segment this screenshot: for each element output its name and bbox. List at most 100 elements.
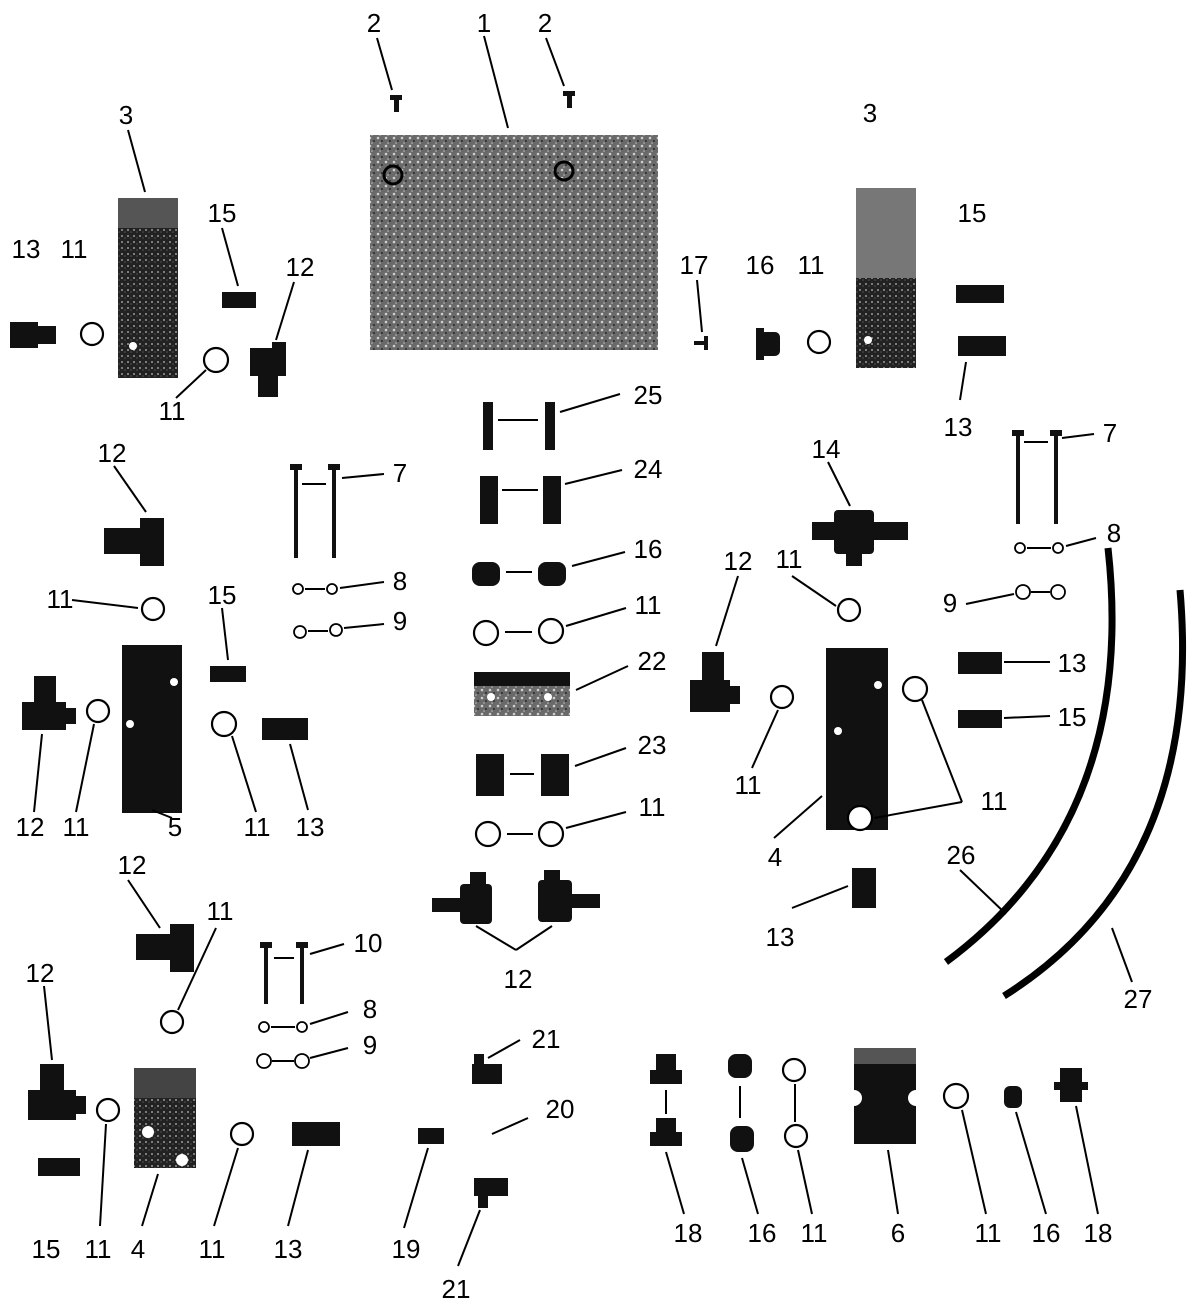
part-11-ring-mid-right-c bbox=[846, 804, 874, 832]
part-21-fitting-top bbox=[472, 1054, 502, 1084]
part-19-fitting bbox=[418, 1128, 444, 1144]
part-18-fittings-left bbox=[650, 1054, 682, 1146]
part-5-valve-body bbox=[122, 645, 182, 813]
callout-18-left: 18 bbox=[674, 1218, 703, 1248]
part-12-elbows-center bbox=[432, 870, 600, 924]
part-11-ring-mid-right-top bbox=[836, 597, 862, 623]
part-15-plug-bottom-left bbox=[38, 1158, 80, 1176]
part-2-screw-left bbox=[390, 95, 402, 112]
callout-12-bottom-left: 12 bbox=[26, 958, 55, 988]
part-11-ring-bottom-right-b bbox=[783, 1123, 809, 1149]
callout-13-mid-right: 13 bbox=[1058, 648, 1087, 678]
part-24-pins bbox=[480, 476, 561, 524]
part-11-ring-bottom-left-top bbox=[159, 1009, 185, 1035]
part-11-ring-bottom-right-c bbox=[942, 1082, 970, 1110]
part-13-fitting-mid-left bbox=[262, 718, 308, 740]
part-13-fitting-mid-right bbox=[958, 652, 1002, 674]
part-13-fitting-top-right bbox=[958, 336, 1006, 356]
callout-12-bottom-left-top: 12 bbox=[118, 850, 147, 880]
callout-11-bottom-left-a: 11 bbox=[85, 1234, 112, 1264]
callout-5: 5 bbox=[168, 812, 182, 842]
part-15-plug-mid-left bbox=[210, 666, 246, 682]
callout-18-right: 18 bbox=[1084, 1218, 1113, 1248]
part-11-ring-bottom-left-a bbox=[95, 1097, 121, 1123]
callout-9-bottom-left: 9 bbox=[363, 1030, 377, 1060]
part-22-clamp-bar bbox=[474, 672, 570, 716]
callout-12-mid-left-bottom: 12 bbox=[16, 812, 45, 842]
callout-13-mid-left: 13 bbox=[296, 812, 325, 842]
callout-22: 22 bbox=[638, 646, 667, 676]
part-25-pins bbox=[483, 402, 555, 450]
part-11-ring-center-b bbox=[537, 617, 565, 645]
part-10-bolts bbox=[260, 942, 308, 1004]
part-13-fitting-top-left bbox=[10, 322, 56, 348]
part-21-fitting-bottom bbox=[474, 1178, 508, 1208]
callout-11-bottom-left-top: 11 bbox=[207, 896, 234, 926]
callout-7-right: 7 bbox=[1103, 418, 1117, 448]
callout-15-bottom-left: 15 bbox=[32, 1234, 61, 1264]
callout-16-center: 16 bbox=[634, 534, 663, 564]
callout-9-mid-left: 9 bbox=[393, 606, 407, 636]
callout-19: 19 bbox=[392, 1234, 421, 1264]
part-11-ring-top-right bbox=[806, 329, 832, 355]
part-12-elbow-mid-left-bottom bbox=[22, 676, 76, 730]
part-8-washer-right-a bbox=[1014, 542, 1026, 554]
part-9-washer-right-b bbox=[1050, 584, 1066, 600]
callout-1: 1 bbox=[477, 8, 491, 38]
part-15-plug-top-left bbox=[222, 292, 256, 308]
part-14-tee-fitting bbox=[812, 510, 908, 566]
callout-11-mid-left-a: 11 bbox=[63, 812, 90, 842]
part-16-cap-bottom-right bbox=[1004, 1086, 1022, 1108]
part-11-ring-center-d bbox=[537, 820, 565, 848]
callout-16-bottom-left: 16 bbox=[748, 1218, 777, 1248]
callout-11-top-right: 11 bbox=[798, 250, 825, 280]
callout-12-mid-left-top: 12 bbox=[98, 438, 127, 468]
callout-11-center-top: 11 bbox=[635, 590, 662, 620]
part-18-fitting-right bbox=[1054, 1068, 1088, 1102]
part-8-washer-mid-left-a bbox=[292, 583, 304, 595]
part-2-screw-right bbox=[563, 91, 575, 108]
callout-11-mid-left-b: 11 bbox=[244, 812, 271, 842]
part-8-washer-bottom-left-a bbox=[258, 1021, 270, 1033]
part-11-ring-mid-right-b bbox=[901, 675, 929, 703]
part-12-elbow-top-left bbox=[250, 342, 286, 397]
callout-12-center: 12 bbox=[504, 964, 533, 994]
part-7-bolts-mid-left bbox=[290, 464, 340, 558]
callout-11-mid-right-a: 11 bbox=[735, 770, 762, 800]
callout-25: 25 bbox=[634, 380, 663, 410]
callout-11-mid-right-b: 11 bbox=[981, 786, 1008, 816]
callout-13-top-right: 13 bbox=[944, 412, 973, 442]
part-3-valve-body-right bbox=[856, 188, 916, 368]
part-26-hose bbox=[943, 547, 1116, 965]
part-23-spacers bbox=[476, 754, 569, 796]
part-4-valve-body-mid-right bbox=[826, 648, 888, 830]
callout-15-mid-left: 15 bbox=[208, 580, 237, 610]
part-9-washer-right-a bbox=[1015, 584, 1031, 600]
callout-13-bottom-left: 13 bbox=[274, 1234, 303, 1264]
part-7-bolts-right bbox=[1012, 430, 1062, 524]
part-9-washer-bottom-left-a bbox=[256, 1053, 272, 1069]
part-11-ring-bottom-right-a bbox=[781, 1057, 807, 1083]
callout-12-top-left: 12 bbox=[286, 252, 315, 282]
part-11-ring-center-a bbox=[472, 619, 500, 647]
callout-21-top: 21 bbox=[532, 1024, 561, 1054]
callout-11-top-left: 11 bbox=[61, 234, 88, 264]
part-11-ring-top-left bbox=[79, 321, 105, 347]
part-16-cap-top-right bbox=[756, 328, 780, 360]
part-8-washer-mid-left-b bbox=[326, 583, 338, 595]
callout-8-mid-left: 8 bbox=[393, 566, 407, 596]
part-12-elbow-mid-left-top bbox=[104, 518, 164, 566]
part-11-ring-bottom-left-b bbox=[229, 1121, 255, 1147]
callout-26: 26 bbox=[947, 840, 976, 870]
callout-8-bottom-left: 8 bbox=[363, 994, 377, 1024]
part-8-washer-right-b bbox=[1052, 542, 1064, 554]
callout-24: 24 bbox=[634, 454, 663, 484]
callout-13-mid-right-bottom: 13 bbox=[766, 922, 795, 952]
part-15-plug-mid-right bbox=[958, 710, 1002, 728]
part-3-valve-body-left bbox=[118, 198, 178, 378]
callout-13-top-left: 13 bbox=[12, 234, 41, 264]
part-13-fitting-mid-right-bottom bbox=[852, 868, 876, 908]
part-11-ring-top-left-2 bbox=[202, 346, 230, 374]
part-11-ring-mid-left-top bbox=[140, 596, 166, 622]
